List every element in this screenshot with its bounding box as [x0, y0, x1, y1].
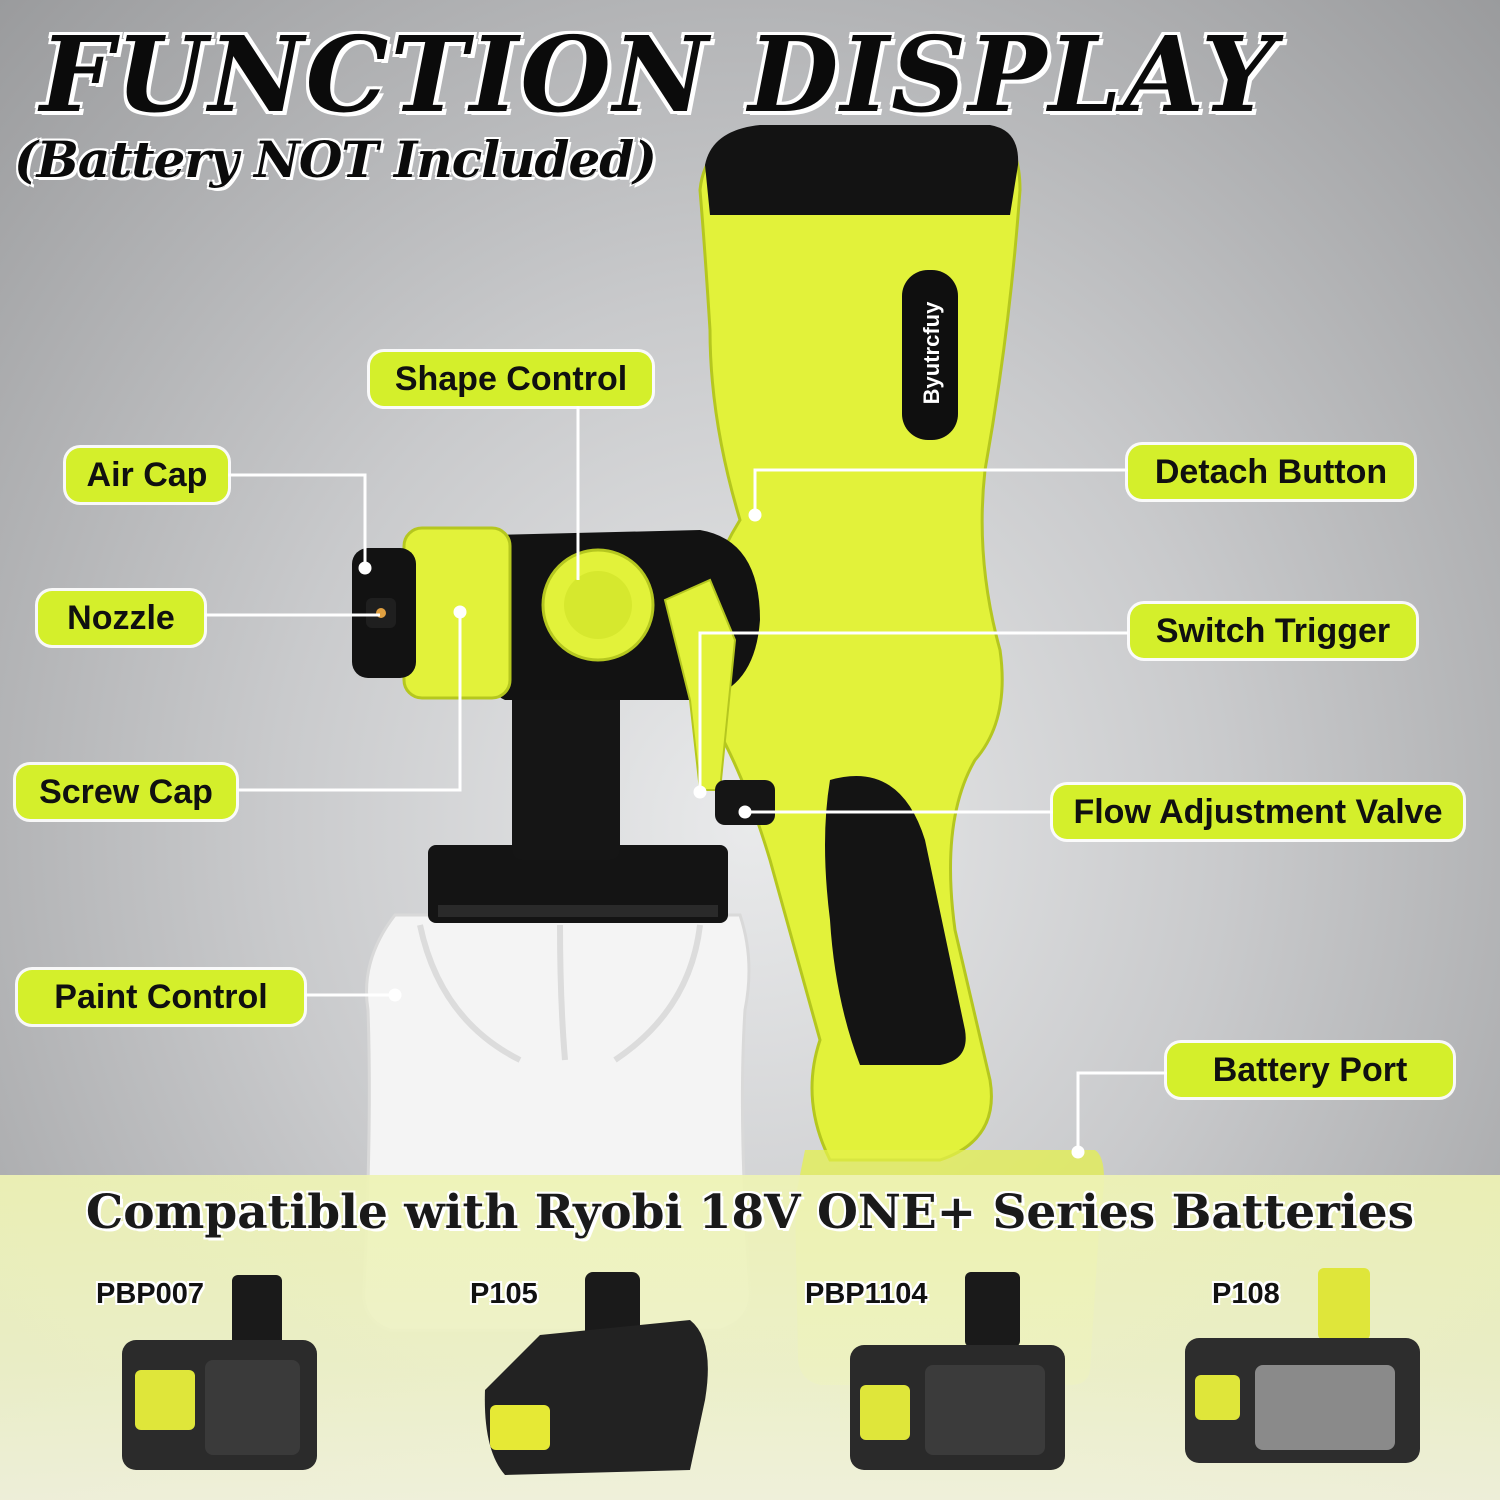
callout-detach-button: Detach Button	[1128, 445, 1414, 499]
callout-lines	[205, 405, 1167, 1159]
brand-logo-panel	[902, 270, 958, 440]
callout-flow-adjustment-valve: Flow Adjustment Valve	[1053, 785, 1463, 839]
compatibility-text: Compatible with Ryobi 18V ONE+ Series Ba…	[85, 1185, 1415, 1240]
page-title: FUNCTION DISPLAY	[40, 13, 1278, 136]
callout-switch-trigger: Switch Trigger	[1130, 604, 1416, 658]
sprayer-neck	[512, 690, 620, 860]
battery-model-label: PBP1104	[805, 1278, 928, 1310]
flow-adjustment-knob	[715, 780, 775, 825]
battery-p105	[484, 1272, 708, 1475]
callout-nozzle: Nozzle	[38, 591, 204, 645]
motor-cap	[705, 125, 1019, 215]
battery-model-label: PBP007	[96, 1278, 205, 1310]
battery-model-label: P105	[470, 1278, 538, 1310]
callout-battery-port: Battery Port	[1167, 1043, 1453, 1097]
page-subtitle: (Battery NOT Included)	[14, 130, 657, 189]
battery-model-label: P108	[1212, 1278, 1280, 1310]
callout-air-cap: Air Cap	[66, 448, 228, 502]
callout-screw-cap: Screw Cap	[16, 765, 236, 819]
battery-pbp1104	[850, 1272, 1065, 1470]
callout-paint-control: Paint Control	[18, 970, 304, 1024]
battery-p108	[1185, 1268, 1420, 1463]
container-collar	[428, 845, 728, 923]
callout-shape-control: Shape Control	[370, 352, 652, 406]
grip	[825, 776, 966, 1065]
battery-pbp007	[122, 1275, 317, 1470]
